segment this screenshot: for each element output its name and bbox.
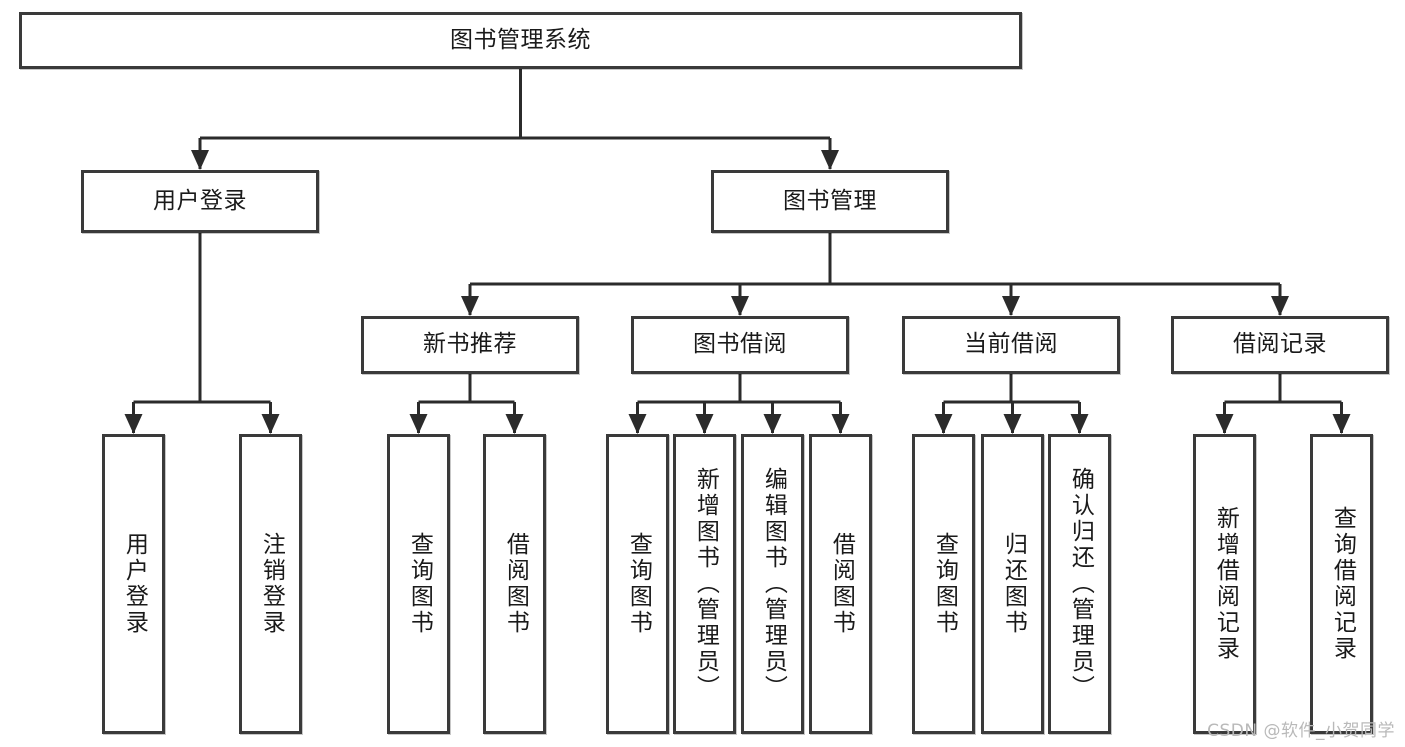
node-label: 查询图书 [625,532,652,636]
node-leaf-query-book-3[interactable]: 查询图书 [912,434,975,734]
node-leaf-user-logout[interactable]: 注销登录 [239,434,302,734]
node-leaf-add-record[interactable]: 新增借阅记录 [1193,434,1256,734]
node-user-login[interactable]: 用户登录 [81,170,319,233]
node-label: 图书借阅 [693,331,787,358]
node-label: 归还图书 [1000,532,1027,636]
node-label: 图书管理 [783,187,877,214]
node-leaf-borrow-book-1[interactable]: 借阅图书 [483,434,546,734]
node-label: 用户登录 [153,187,247,214]
node-leaf-confirm-return[interactable]: 确认归还（管理员） [1048,434,1111,734]
node-borrow-record[interactable]: 借阅记录 [1171,316,1389,374]
node-leaf-borrow-book-2[interactable]: 借阅图书 [809,434,872,734]
node-book-borrow[interactable]: 图书借阅 [631,316,849,374]
node-label: 新书推荐 [423,331,517,358]
node-root[interactable]: 图书管理系统 [19,12,1022,69]
node-new-book-rec[interactable]: 新书推荐 [361,316,579,374]
node-book-manage[interactable]: 图书管理 [711,170,949,233]
node-leaf-query-book-1[interactable]: 查询图书 [387,434,450,734]
node-label: 借阅图书 [828,532,855,636]
node-label: 图书管理系统 [450,26,591,53]
node-leaf-query-book-2[interactable]: 查询图书 [606,434,669,734]
node-current-borrow[interactable]: 当前借阅 [902,316,1120,374]
node-leaf-user-login[interactable]: 用户登录 [102,434,165,734]
node-label: 查询借阅记录 [1329,506,1356,662]
node-leaf-edit-book[interactable]: 编辑图书（管理员） [741,434,804,734]
node-label: 借阅记录 [1233,331,1327,358]
node-label: 用户登录 [121,532,148,636]
node-leaf-query-record[interactable]: 查询借阅记录 [1310,434,1373,734]
node-label: 编辑图书（管理员） [760,467,787,701]
node-label: 查询图书 [406,532,433,636]
node-label: 借阅图书 [502,532,529,636]
node-label: 新增借阅记录 [1212,506,1239,662]
node-label: 注销登录 [258,532,285,636]
node-leaf-return-book[interactable]: 归还图书 [981,434,1044,734]
node-label: 确认归还（管理员） [1067,467,1094,701]
watermark-text: CSDN @软件_小贺同学 [1207,721,1395,741]
node-leaf-add-book[interactable]: 新增图书（管理员） [673,434,736,734]
node-label: 查询图书 [931,532,958,636]
node-label: 新增图书（管理员） [692,467,719,701]
node-label: 当前借阅 [964,331,1058,358]
